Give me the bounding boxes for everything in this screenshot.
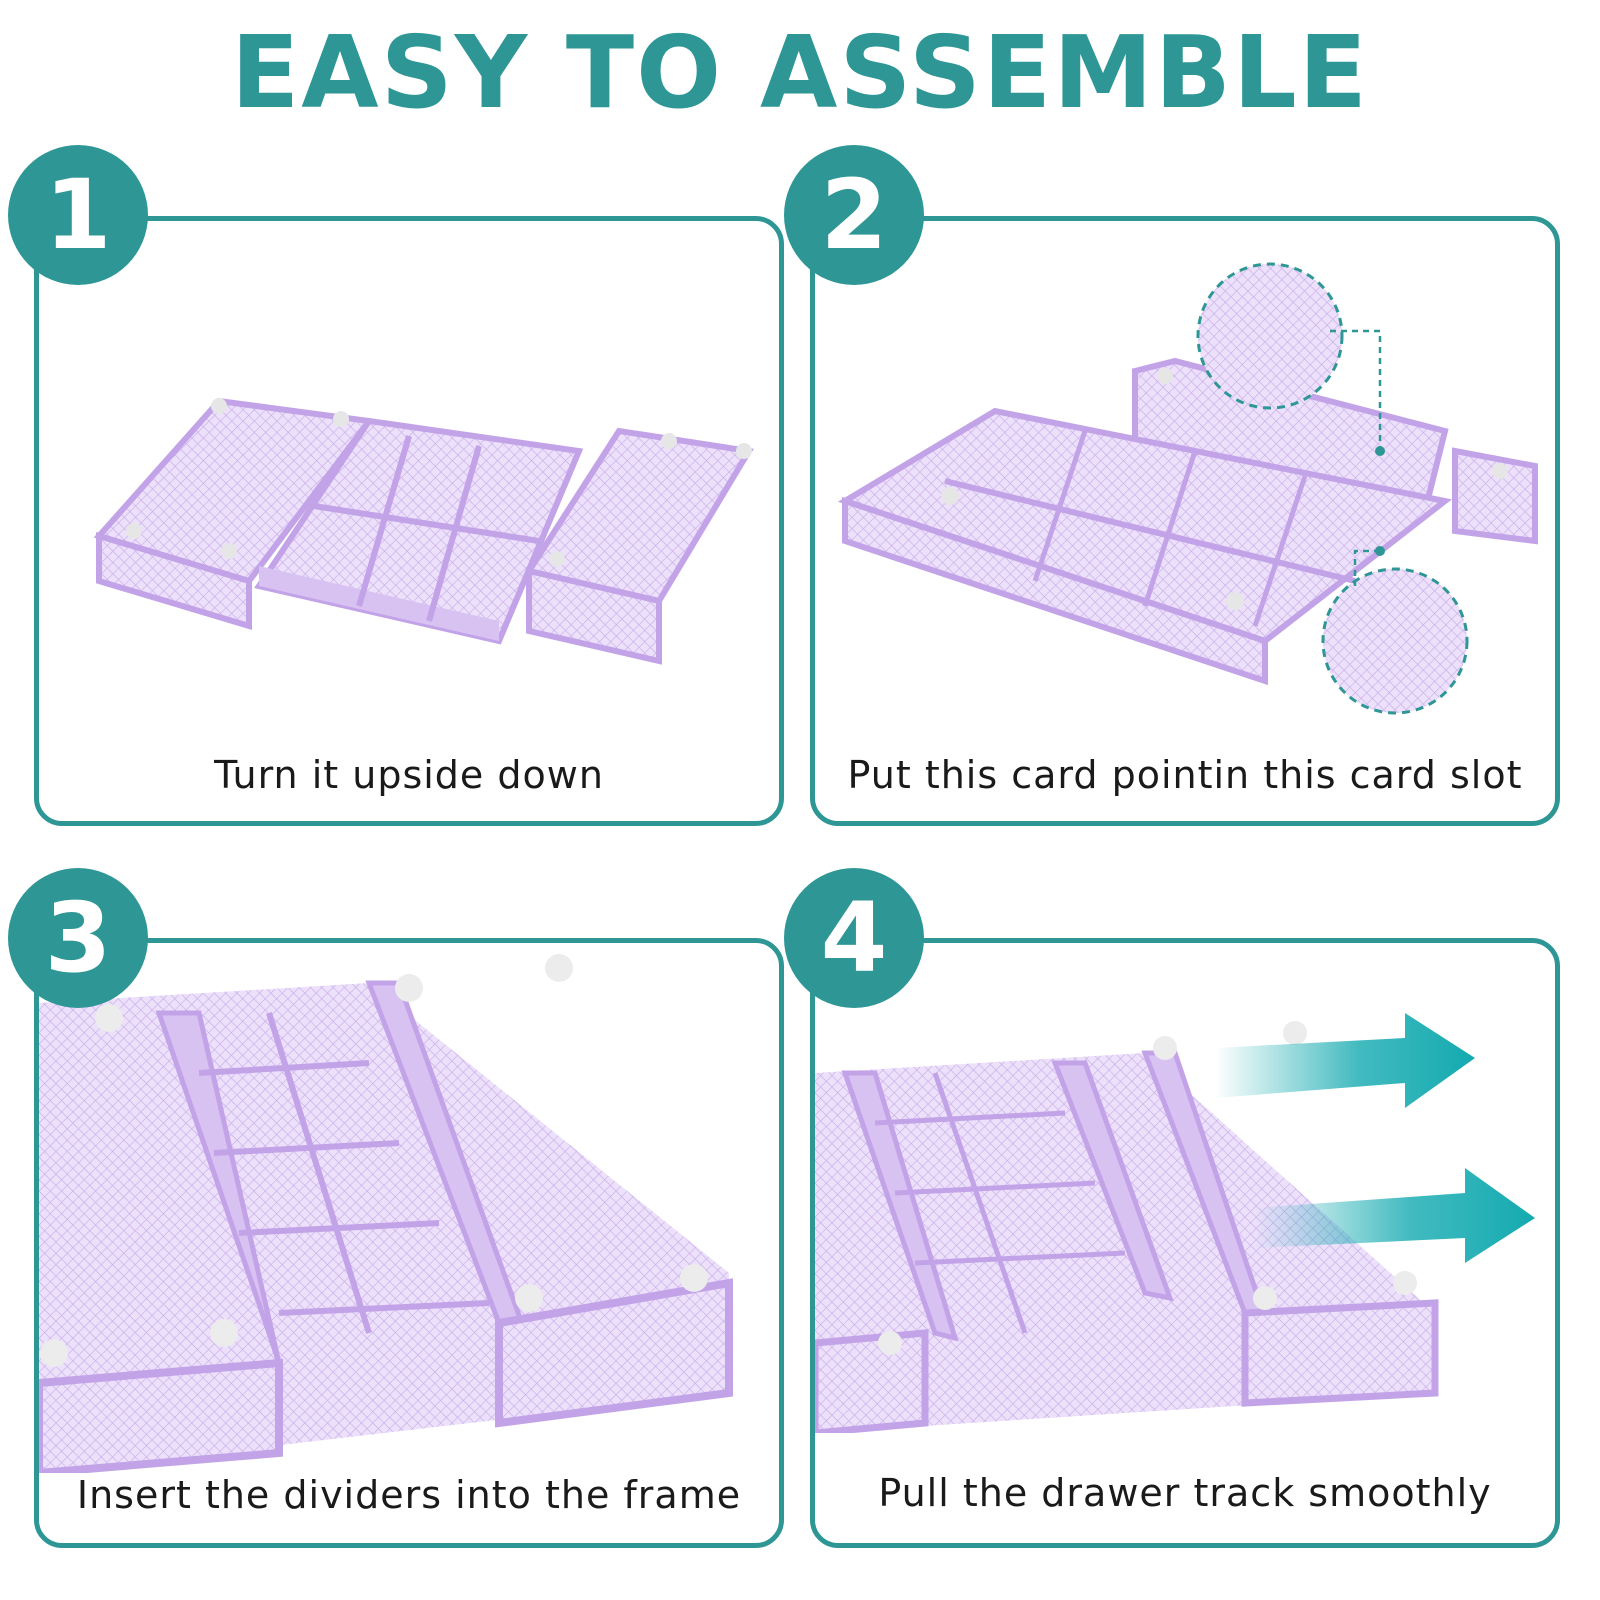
step-2-caption: Put this card pointin this card slot — [847, 753, 1523, 797]
step-1-badge: 1 — [8, 145, 148, 285]
step-1-caption: Turn it upside down — [214, 753, 604, 797]
pull-arrow-lower-icon — [1255, 1168, 1535, 1263]
step-1-panel: Turn it upside down — [34, 216, 784, 826]
dividers-frame-illustration — [39, 953, 779, 1473]
step-4-badge: 4 — [784, 868, 924, 1008]
page-title: EASY TO ASSEMBLE — [230, 14, 1369, 131]
step-4-panel: Pull the drawer track smoothly — [810, 938, 1560, 1548]
step-3-panel: Insert the dividers into the frame — [34, 938, 784, 1548]
card-slot-illustration — [835, 251, 1545, 721]
step-3-badge: 3 — [8, 868, 148, 1008]
step-3-caption: Insert the dividers into the frame — [76, 1473, 742, 1517]
step-2-panel: Put this card pointin this card slot — [810, 216, 1560, 826]
organizer-upside-down-illustration — [79, 381, 759, 681]
step-4-caption: Pull the drawer track smoothly — [878, 1471, 1492, 1515]
pull-arrows — [1195, 1013, 1555, 1273]
pull-arrow-upper-icon — [1215, 1013, 1475, 1108]
step-2-badge: 2 — [784, 145, 924, 285]
drawer-track-illustration — [815, 1013, 1555, 1433]
